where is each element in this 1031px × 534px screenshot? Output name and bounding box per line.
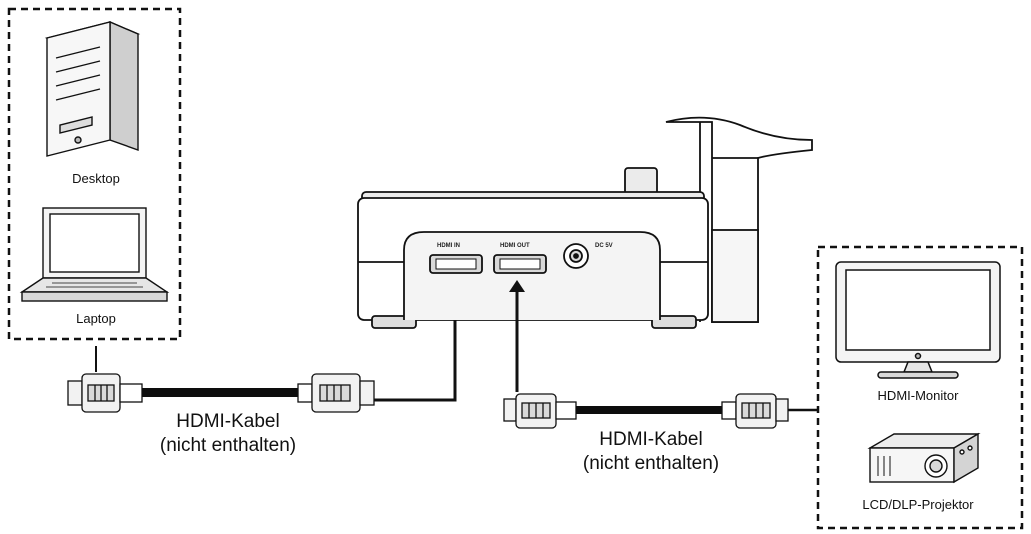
hdmi-cable-right [503,280,818,429]
projector-label: LCD/DLP-Projektor [862,497,974,512]
monitor-label: HDMI-Monitor [877,388,959,403]
hdmi-plug-left-a [67,373,143,413]
display-devices-box [816,245,1024,530]
laptop-icon [19,207,170,302]
source-devices-box [7,7,182,341]
camera-knob [624,167,658,195]
cable-right-label-line1: HDMI-Kabel [599,429,703,450]
cable-left-label-line2: (nicht enthalten) [159,435,297,456]
arrow-hdmi-out [509,280,525,292]
cable-right-label-line2: (nicht enthalten) [582,453,720,474]
desktop-icon [44,20,141,157]
hdmi-cable-left [67,280,463,413]
cable-left-label-line1: HDMI-Kabel [176,411,280,432]
projector-icon [867,432,981,484]
hdmi-plug-right-a [503,393,577,429]
port-hdmi-in-label: HDMI IN [437,243,460,249]
hdmi-plug-left-b [297,373,375,413]
port-panel [403,231,661,320]
port-dc-label: DC 5V [595,243,613,249]
desktop-label: Desktop [72,171,120,186]
cable-left-body [142,388,298,397]
camera-arm [665,116,813,323]
document-camera [357,116,813,329]
cable-right-body [576,406,722,414]
laptop-label: Laptop [76,311,116,326]
monitor-icon [835,261,1001,379]
port-hdmi-out-label: HDMI OUT [500,243,530,249]
hdmi-plug-right-b [721,393,789,429]
link-to-hdmi-in [374,290,457,402]
